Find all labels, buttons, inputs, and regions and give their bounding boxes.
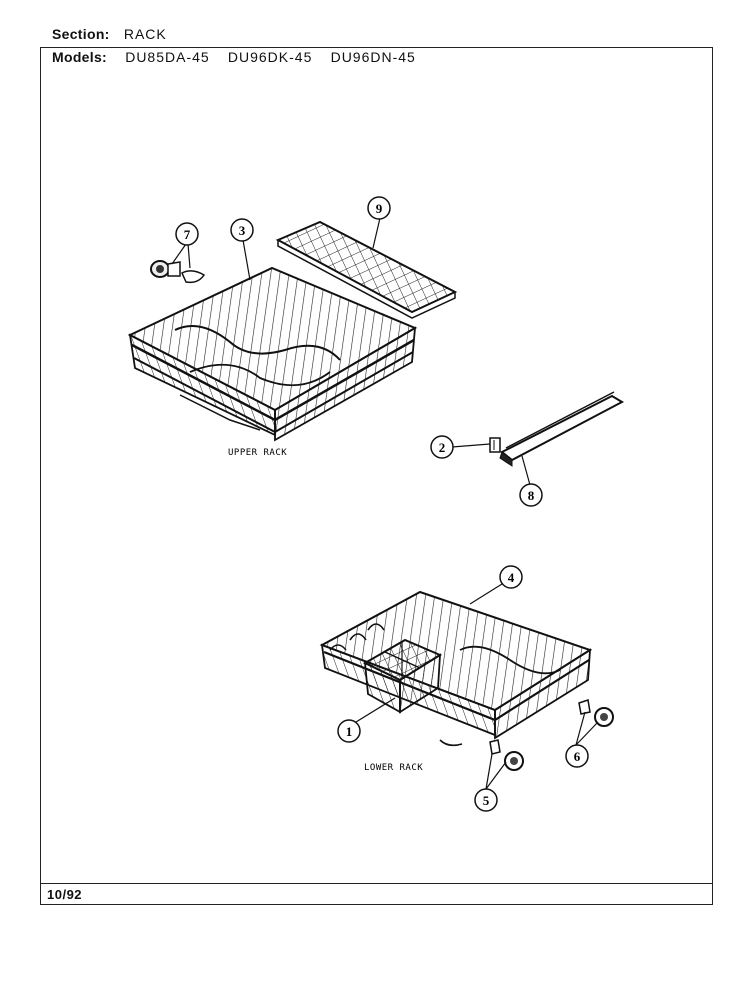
lower-rack-wheel-illustration: [489, 739, 524, 771]
diagram-frame: [40, 47, 713, 905]
upper-rack-illustration: [127, 266, 418, 442]
revision-date: 10/92: [47, 887, 83, 902]
svg-text:6: 6: [574, 749, 581, 764]
footer-rule: [40, 883, 713, 884]
svg-text:3: 3: [239, 223, 246, 238]
svg-text:8: 8: [528, 488, 535, 503]
model-number: DU96DN-45: [330, 49, 416, 65]
callout-3: 3: [230, 218, 254, 242]
models-line: Models: DU85DA-45 DU96DK-45 DU96DN-45: [52, 49, 416, 65]
svg-text:9: 9: [376, 201, 383, 216]
svg-text:5: 5: [483, 793, 490, 808]
callout-1: 1: [337, 719, 361, 743]
svg-text:1: 1: [346, 724, 353, 739]
model-number: DU96DK-45: [227, 49, 313, 65]
svg-text:4: 4: [508, 570, 515, 585]
callout-9: 9: [367, 196, 391, 220]
model-number: DU85DA-45: [125, 49, 210, 65]
section-label: Section:: [52, 26, 110, 42]
upper-rack-caption: UPPER RACK: [228, 448, 287, 458]
section-value: RACK: [123, 26, 167, 42]
rack-track-illustration: [499, 391, 625, 467]
silverware-basket-illustration: [362, 638, 443, 714]
cup-shelf-illustration: [275, 220, 458, 319]
callout-7: 7: [175, 222, 199, 246]
svg-text:2: 2: [439, 440, 446, 455]
lower-rack-caption: LOWER RACK: [364, 763, 423, 773]
callout-2: 2: [430, 435, 454, 459]
svg-text:7: 7: [184, 227, 191, 242]
models-label: Models:: [52, 49, 107, 65]
callout-8: 8: [519, 483, 543, 507]
callout-4: 4: [499, 565, 523, 589]
track-stop-illustration: [489, 437, 501, 453]
upper-rack-roller-illustration: [150, 260, 206, 284]
section-line: Section: RACK: [52, 26, 167, 42]
callout-5: 5: [474, 788, 498, 812]
lower-rack-illustration: [319, 590, 593, 747]
leader-lines: [171, 217, 599, 790]
lower-rack-wheel-illustration: [578, 699, 614, 727]
callout-6: 6: [565, 744, 589, 768]
